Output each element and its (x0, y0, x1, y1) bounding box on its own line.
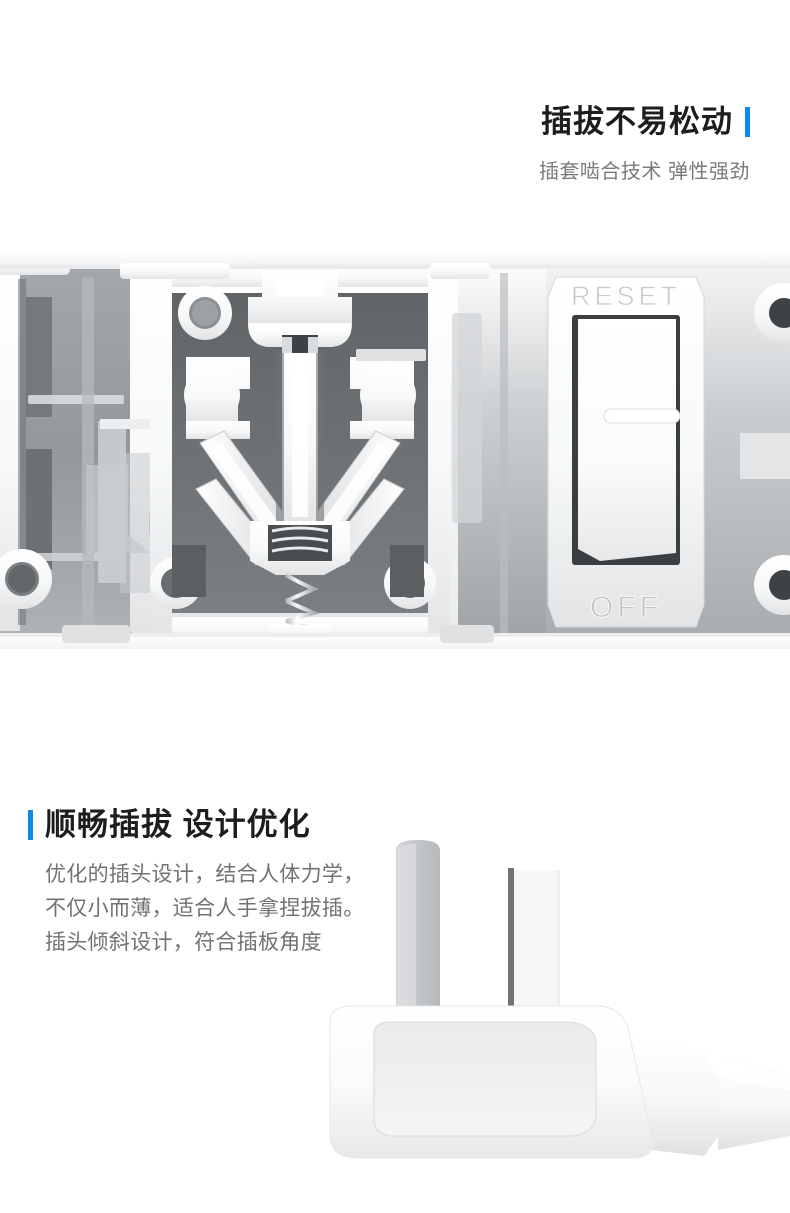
plug-illustration (300, 838, 790, 1213)
plug-grip-recess (373, 1021, 597, 1137)
top-subtitle: 插套啮合技术 弹性强劲 (538, 161, 750, 184)
section-title: 顺畅插拔 设计优化 (45, 807, 311, 842)
rocker-switch: RESET OFF (546, 267, 746, 639)
right-screw-bosses (740, 267, 790, 639)
top-heading-block: 插拔不易松动 插套啮合技术 弹性强劲 (538, 104, 750, 184)
plug-prong-left (396, 840, 440, 1008)
product-photo: RESET OFF (0, 253, 790, 652)
accent-bar-icon (745, 107, 750, 138)
accent-bar-icon (28, 810, 33, 841)
plug-prong-right (508, 868, 560, 1008)
plug-cable (630, 1036, 790, 1156)
switch-label-reset: RESET (571, 281, 681, 311)
plug-body (329, 1005, 654, 1159)
spring-inner (271, 526, 329, 553)
bottom-heading-block: 顺畅插拔 设计优化 优化的插头设计，结合人体力学，不仅小而薄，适合人手拿捏拔插。… (28, 807, 388, 960)
bottom-heading-line: 顺畅插拔 设计优化 (28, 807, 388, 842)
page-title: 插拔不易松动 (541, 104, 733, 139)
socket-contact-mechanism (150, 267, 450, 645)
section-body-text: 优化的插头设计，结合人体力学，不仅小而薄，适合人手拿捏拔插。插头倾斜设计，符合插… (45, 863, 365, 955)
top-heading-line: 插拔不易松动 (539, 104, 750, 139)
switch-label-off: OFF (590, 591, 662, 624)
housing-rim-top (0, 253, 790, 279)
mid-panel (450, 267, 546, 639)
housing-rim-bottom (0, 625, 790, 652)
